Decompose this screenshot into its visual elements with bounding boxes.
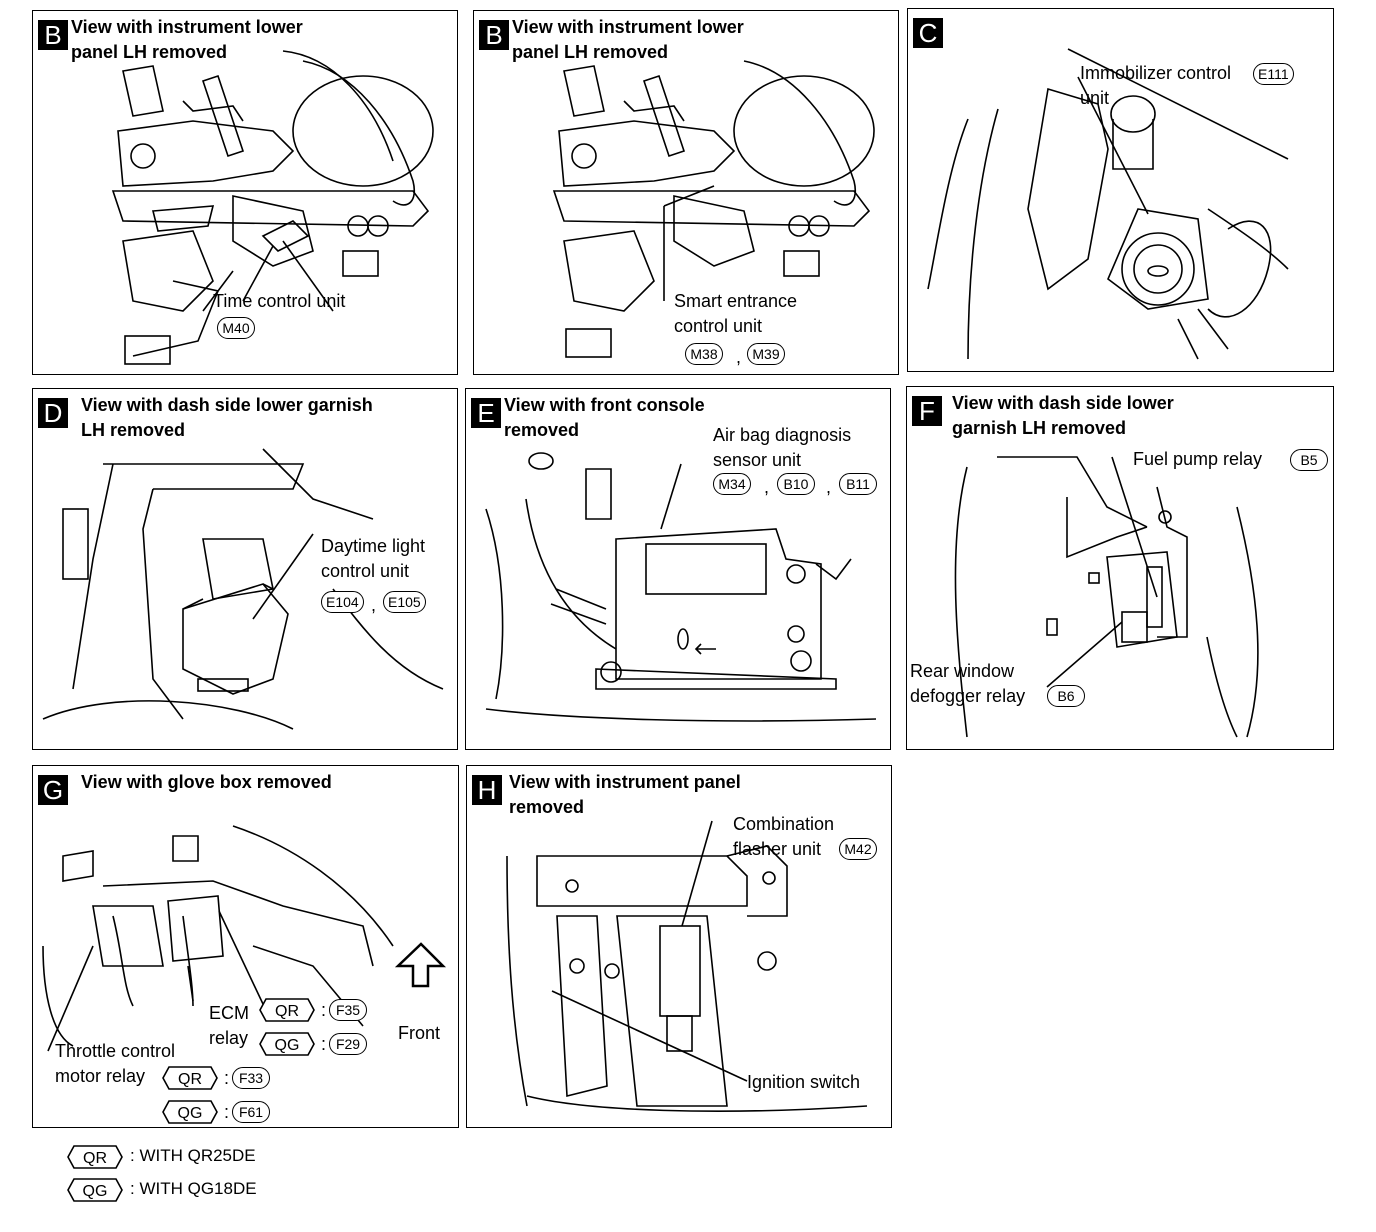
connector-f29: F29 bbox=[329, 1033, 367, 1055]
panel-title: View with dash side lower garnish LH rem… bbox=[952, 393, 1174, 438]
separator: , bbox=[371, 595, 377, 615]
combination-flasher-unit-label: Combination flasher unit bbox=[733, 814, 835, 859]
separator: , bbox=[736, 347, 742, 367]
svg-text:QG: QG bbox=[275, 1037, 300, 1054]
connector-b10: B10 bbox=[777, 473, 815, 495]
legend-description: : WITH QR25DE bbox=[130, 1146, 256, 1165]
smart-entrance-control-unit-label: Smart entrance control unit bbox=[674, 291, 798, 336]
immobilizer-control-unit-label: Immobilizer control unit bbox=[1080, 63, 1232, 108]
colon: : bbox=[224, 1068, 230, 1088]
panel-title: View with instrument panel removed bbox=[509, 772, 741, 817]
air-bag-diagnosis-sensor-unit-label: Air bag diagnosis sensor unit bbox=[713, 425, 852, 470]
svg-text:QR: QR bbox=[83, 1150, 107, 1167]
panel-d-daytime-light: D View with dash side lower garnish LH r… bbox=[32, 388, 458, 750]
drawing-dash-side-relays bbox=[954, 456, 1259, 738]
qr-engine-badge: QR bbox=[162, 1066, 218, 1090]
connector-e111: E111 bbox=[1253, 63, 1294, 85]
panel-letter-f: F bbox=[912, 396, 942, 426]
qg-engine-badge: QG bbox=[67, 1178, 123, 1202]
ecm-relay-label: ECM relay bbox=[209, 1003, 249, 1048]
panel-title: View with dash side lower garnish LH rem… bbox=[81, 395, 373, 440]
connector-m42: M42 bbox=[839, 838, 877, 860]
qg-engine-badge: QG bbox=[162, 1100, 218, 1124]
panel-b-smart-entrance-control-unit: B View with instrument lower panel LH re… bbox=[473, 10, 899, 375]
drawing-instrument-panel-area bbox=[506, 820, 868, 1112]
panel-letter-b: B bbox=[38, 20, 68, 50]
front-arrow-label: Front bbox=[398, 1023, 441, 1043]
svg-text:QR: QR bbox=[178, 1071, 202, 1088]
throttle-control-motor-relay-label: Throttle control motor relay bbox=[55, 1041, 176, 1086]
panel-letter-h: H bbox=[472, 775, 502, 805]
connector-m38: M38 bbox=[685, 343, 723, 365]
panel-title: View with glove box removed bbox=[81, 772, 332, 792]
panel-e-air-bag-sensor: E View with front console removed Air ba… bbox=[465, 388, 891, 750]
connector-b6: B6 bbox=[1047, 685, 1085, 707]
panel-letter-c: C bbox=[913, 18, 943, 48]
panel-g-ecm-relays: G View with glove box removed Front ECM … bbox=[32, 765, 459, 1128]
svg-text:QG: QG bbox=[178, 1105, 203, 1122]
qg-engine-badge: QG bbox=[259, 1032, 315, 1056]
qr-engine-badge: QR bbox=[67, 1145, 123, 1169]
separator: , bbox=[764, 477, 770, 497]
svg-text:QG: QG bbox=[83, 1183, 108, 1200]
legend-row: QR : WITH QR25DE bbox=[64, 1143, 364, 1171]
qr-engine-badge: QR bbox=[259, 998, 315, 1022]
panel-letter-d: D bbox=[38, 398, 68, 428]
panel-b-time-control-unit: B View with instrument lower panel LH re… bbox=[32, 10, 458, 375]
connector-b5: B5 bbox=[1290, 449, 1328, 471]
panel-c-immobilizer: C Immobilizer control unit E111 bbox=[907, 8, 1334, 372]
connector-f33: F33 bbox=[232, 1067, 270, 1089]
colon: : bbox=[321, 1034, 327, 1054]
panel-title: View with front console removed bbox=[504, 395, 705, 440]
separator: , bbox=[826, 477, 832, 497]
svg-text:QR: QR bbox=[275, 1003, 299, 1020]
connector-m34: M34 bbox=[713, 473, 751, 495]
drawing-ignition-key-cylinder bbox=[927, 48, 1289, 360]
time-control-unit-label: Time control unit bbox=[213, 291, 346, 311]
panel-h-flasher-ignition: H View with instrument panel removed Com… bbox=[466, 765, 892, 1128]
drawing-front-console-area bbox=[485, 452, 877, 722]
panel-f-relays: F View with dash side lower garnish LH r… bbox=[906, 386, 1334, 750]
drawing-steering-column-area bbox=[552, 60, 875, 358]
panel-letter-b: B bbox=[479, 20, 509, 50]
drawing-steering-column-area bbox=[111, 50, 434, 365]
connector-e105: E105 bbox=[383, 591, 426, 613]
rear-window-defogger-relay-label: Rear window defogger relay bbox=[910, 661, 1026, 706]
connector-m40: M40 bbox=[217, 317, 255, 339]
ignition-switch-label: Ignition switch bbox=[747, 1072, 861, 1092]
daytime-light-control-unit-label: Daytime light control unit bbox=[321, 536, 426, 581]
connector-m39: M39 bbox=[747, 343, 785, 365]
fuel-pump-relay-label: Fuel pump relay bbox=[1133, 449, 1263, 469]
panel-letter-g: G bbox=[38, 775, 68, 805]
colon: : bbox=[224, 1102, 230, 1122]
legend-row: QG : WITH QG18DE bbox=[64, 1176, 364, 1204]
drawing-glove-box-area bbox=[42, 825, 447, 1052]
legend-description: : WITH QG18DE bbox=[130, 1179, 257, 1198]
connector-f61: F61 bbox=[232, 1101, 270, 1123]
connector-f35: F35 bbox=[329, 999, 367, 1021]
panel-title: View with instrument lower panel LH remo… bbox=[71, 17, 303, 62]
panel-letter-e: E bbox=[471, 398, 501, 428]
connector-e104: E104 bbox=[321, 591, 364, 613]
legend: QR : WITH QR25DE QG : WITH QG18DE bbox=[64, 1143, 364, 1209]
connector-b11: B11 bbox=[839, 473, 877, 495]
panel-title: View with instrument lower panel LH remo… bbox=[512, 17, 744, 62]
colon: : bbox=[321, 1000, 327, 1020]
